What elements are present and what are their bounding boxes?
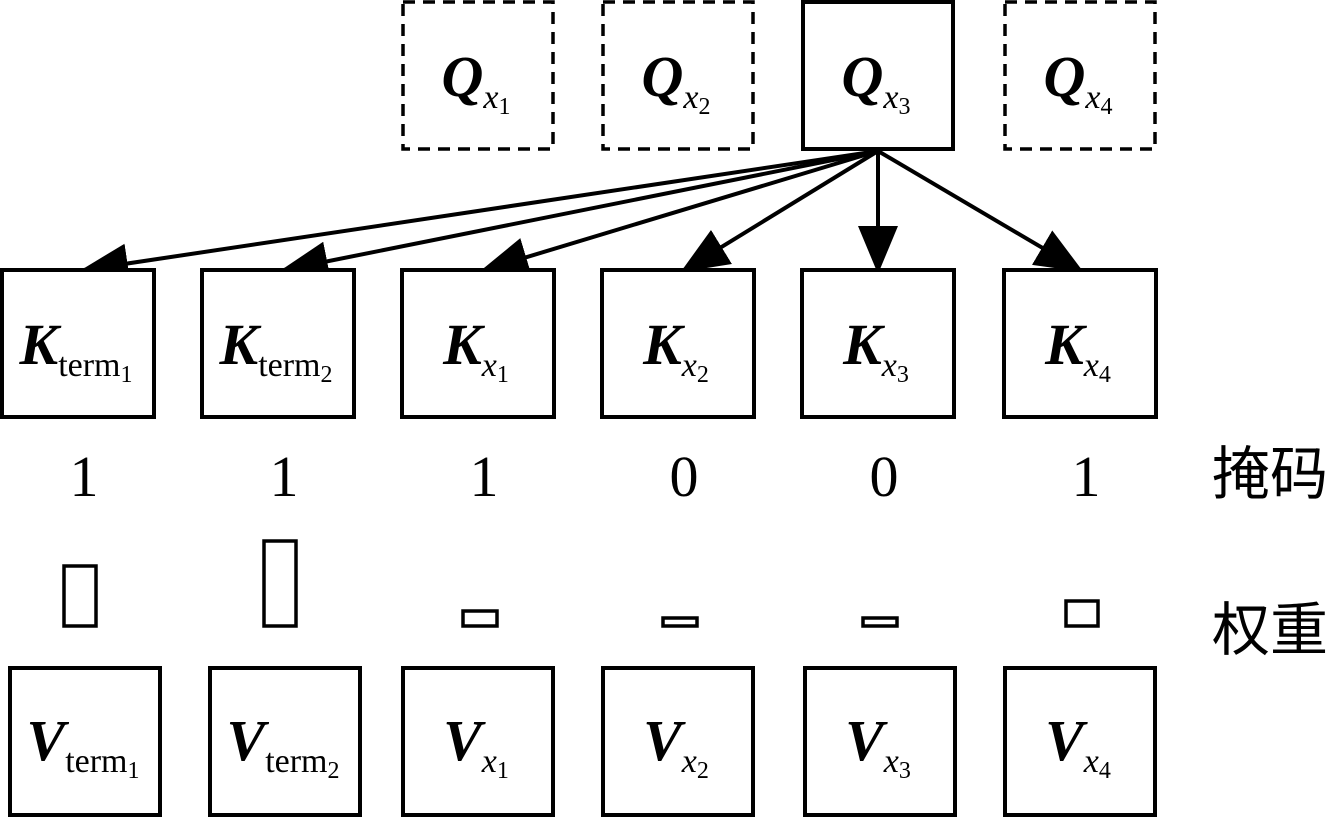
attention-arrow (876, 149, 1084, 273)
weight-bar (661, 616, 699, 628)
value-box-frame (803, 666, 957, 817)
value-box-label: Vx3 (845, 708, 911, 784)
query-box-frame (801, 0, 955, 151)
query-box-label: Qx4 (1044, 44, 1113, 120)
key-box-label: Kx4 (1044, 312, 1111, 388)
value-box-label: Vx4 (1045, 708, 1111, 784)
key-box-frame (800, 268, 956, 419)
attention-arrows (80, 149, 1084, 284)
key-box: Kx1 (400, 268, 556, 419)
value-box-frame (401, 666, 555, 817)
weight-row: 权重 (62, 539, 1328, 664)
key-box: Kx2 (600, 268, 756, 419)
mask-value: 1 (470, 444, 499, 509)
value-box-label: Vterm2 (227, 708, 340, 784)
key-box-frame (0, 268, 156, 419)
mask-value: 1 (70, 444, 99, 509)
value-box-frame (1003, 666, 1157, 817)
mask-value: 0 (870, 444, 899, 509)
key-box: Kterm1 (0, 268, 156, 419)
query-box-label: Qx1 (442, 44, 511, 120)
weight-bar (861, 616, 899, 628)
mask-value: 1 (270, 444, 299, 509)
value-box-frame (8, 666, 162, 817)
mask-row: 掩码 1 1 1 0 0 1 (70, 440, 1329, 509)
key-box-label: Kx3 (842, 312, 909, 388)
value-box-frame (601, 666, 755, 817)
query-box: Qx4 (1003, 0, 1157, 151)
value-box: Vx1 (401, 666, 555, 817)
query-box: Qx1 (401, 0, 555, 151)
key-box-label: Kterm2 (219, 312, 333, 388)
attention-arrow (680, 149, 880, 273)
attention-arrow (480, 149, 879, 277)
attention-arrow (280, 149, 879, 281)
query-box-label: Qx3 (842, 44, 911, 120)
value-box: Vterm1 (8, 666, 162, 817)
key-box-label: Kx1 (442, 312, 509, 388)
query-box-label: Qx2 (642, 44, 711, 120)
query-box: Qx2 (601, 0, 755, 151)
value-box: Vterm2 (208, 666, 362, 817)
weight-bar (461, 609, 499, 628)
query-box-frame (601, 0, 755, 151)
mask-value: 0 (670, 444, 699, 509)
query-box: Qx3 (801, 0, 955, 151)
key-box: Kx4 (1002, 268, 1158, 419)
query-box-frame (401, 0, 555, 151)
key-box-label: Kx2 (642, 312, 709, 388)
weight-bar (62, 564, 98, 628)
weight-bar (1064, 599, 1100, 628)
value-box: Vx3 (803, 666, 957, 817)
value-box-label: Vx1 (443, 708, 509, 784)
value-box: Vx2 (601, 666, 755, 817)
key-box-label: Kterm1 (19, 312, 133, 388)
key-box-frame (200, 268, 356, 419)
key-row: Kterm1 Kterm2 Kx1 Kx2 Kx3 Kx4 (0, 268, 1158, 419)
mask-label: 掩码 (1212, 440, 1328, 508)
attention-arrow (80, 149, 879, 284)
value-box-frame (208, 666, 362, 817)
weight-bar (262, 539, 298, 628)
value-box-label: Vterm1 (27, 708, 140, 784)
key-box-frame (400, 268, 556, 419)
value-box-label: Vx2 (643, 708, 709, 784)
key-box-frame (600, 268, 756, 419)
query-row: Qx1 Qx2 Qx3 Qx4 (401, 0, 1157, 151)
weight-label: 权重 (1212, 596, 1328, 664)
value-row: Vterm1 Vterm2 Vx1 Vx2 Vx3 Vx4 (8, 666, 1157, 817)
key-box: Kterm2 (200, 268, 356, 419)
mask-value: 1 (1072, 444, 1101, 509)
value-box: Vx4 (1003, 666, 1157, 817)
query-box-frame (1003, 0, 1157, 151)
key-box-frame (1002, 268, 1158, 419)
key-box: Kx3 (800, 268, 956, 419)
